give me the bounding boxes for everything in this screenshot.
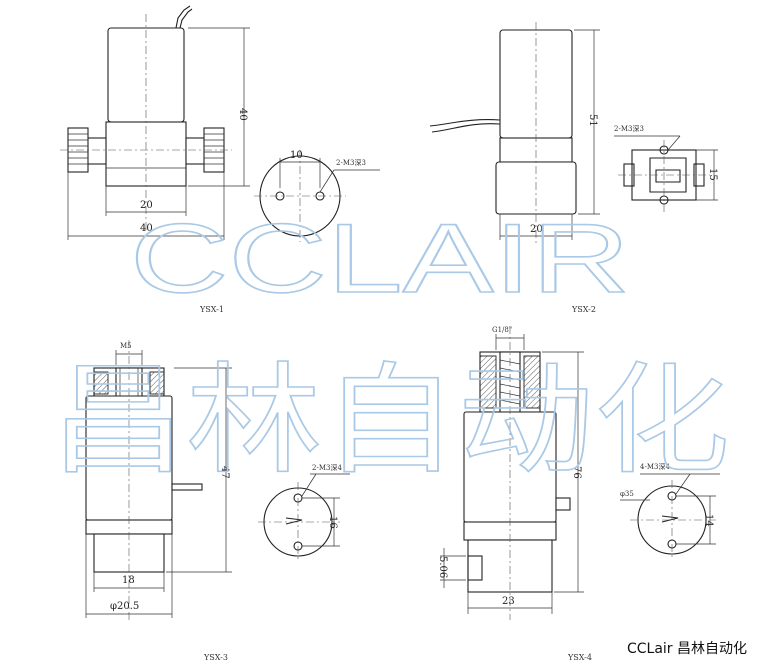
dim-height: 76 (571, 466, 582, 479)
caption-ysx1: YSX-1 (199, 305, 224, 314)
side-pin (171, 483, 203, 491)
side-pin (555, 497, 571, 511)
dim-height: 47 (219, 466, 230, 479)
dim-side: 14 (703, 514, 714, 527)
watermark: CCLAIR 昌林自动化 (49, 202, 731, 489)
port-slot (285, 517, 303, 525)
note-holes: 4-M3深4 (640, 462, 670, 471)
dim-port: G1/8" (492, 326, 512, 334)
note-holes: 2-M3深4 (312, 463, 342, 472)
view-ysx3: M5 47 18 φ20.5 2-M3深4 (85, 340, 350, 662)
dim-hole-spacing: 10 (290, 150, 303, 161)
note-holes: 2-M3深3 (614, 124, 644, 133)
view-ysx2: 51 20 2-M3深3 15 YSX-2 (429, 22, 718, 314)
dim-side: 16 (327, 516, 338, 529)
brand-footer: CCLair 昌林自动化 (626, 641, 747, 657)
dim-width: 18 (122, 575, 135, 586)
caption-ysx2: YSX-2 (571, 305, 596, 314)
dim-height: 40 (237, 108, 248, 121)
dim-body-width: 20 (140, 200, 153, 211)
view-ysx1: 40 20 40 10 2-M3深3 YSX-1 (60, 5, 380, 314)
caption-ysx3: YSX-3 (203, 653, 228, 662)
dim-angle: φ35 (620, 490, 634, 498)
dim-port: M5 (120, 342, 132, 350)
dim-side: 15 (707, 168, 718, 181)
watermark-text-chinese: 昌林自动化 (50, 354, 730, 488)
dim-height: 51 (587, 114, 598, 127)
port-slot (661, 515, 679, 523)
lead-wire (429, 119, 501, 127)
note-holes: 2-M3深3 (336, 158, 366, 167)
view-ysx4: G1/8" 76 23 5.06 4-M3深4 φ (437, 326, 720, 662)
dim-diameter: φ20.5 (110, 601, 139, 612)
dim-left-offset: 5.06 (437, 556, 448, 578)
caption-ysx4: YSX-4 (567, 653, 592, 662)
watermark-text-latin: CCLAIR (130, 203, 630, 313)
dim-total-width: 40 (140, 223, 153, 234)
dim-width: 20 (530, 224, 543, 235)
lead-wire (175, 5, 191, 29)
dim-width: 23 (502, 596, 515, 607)
